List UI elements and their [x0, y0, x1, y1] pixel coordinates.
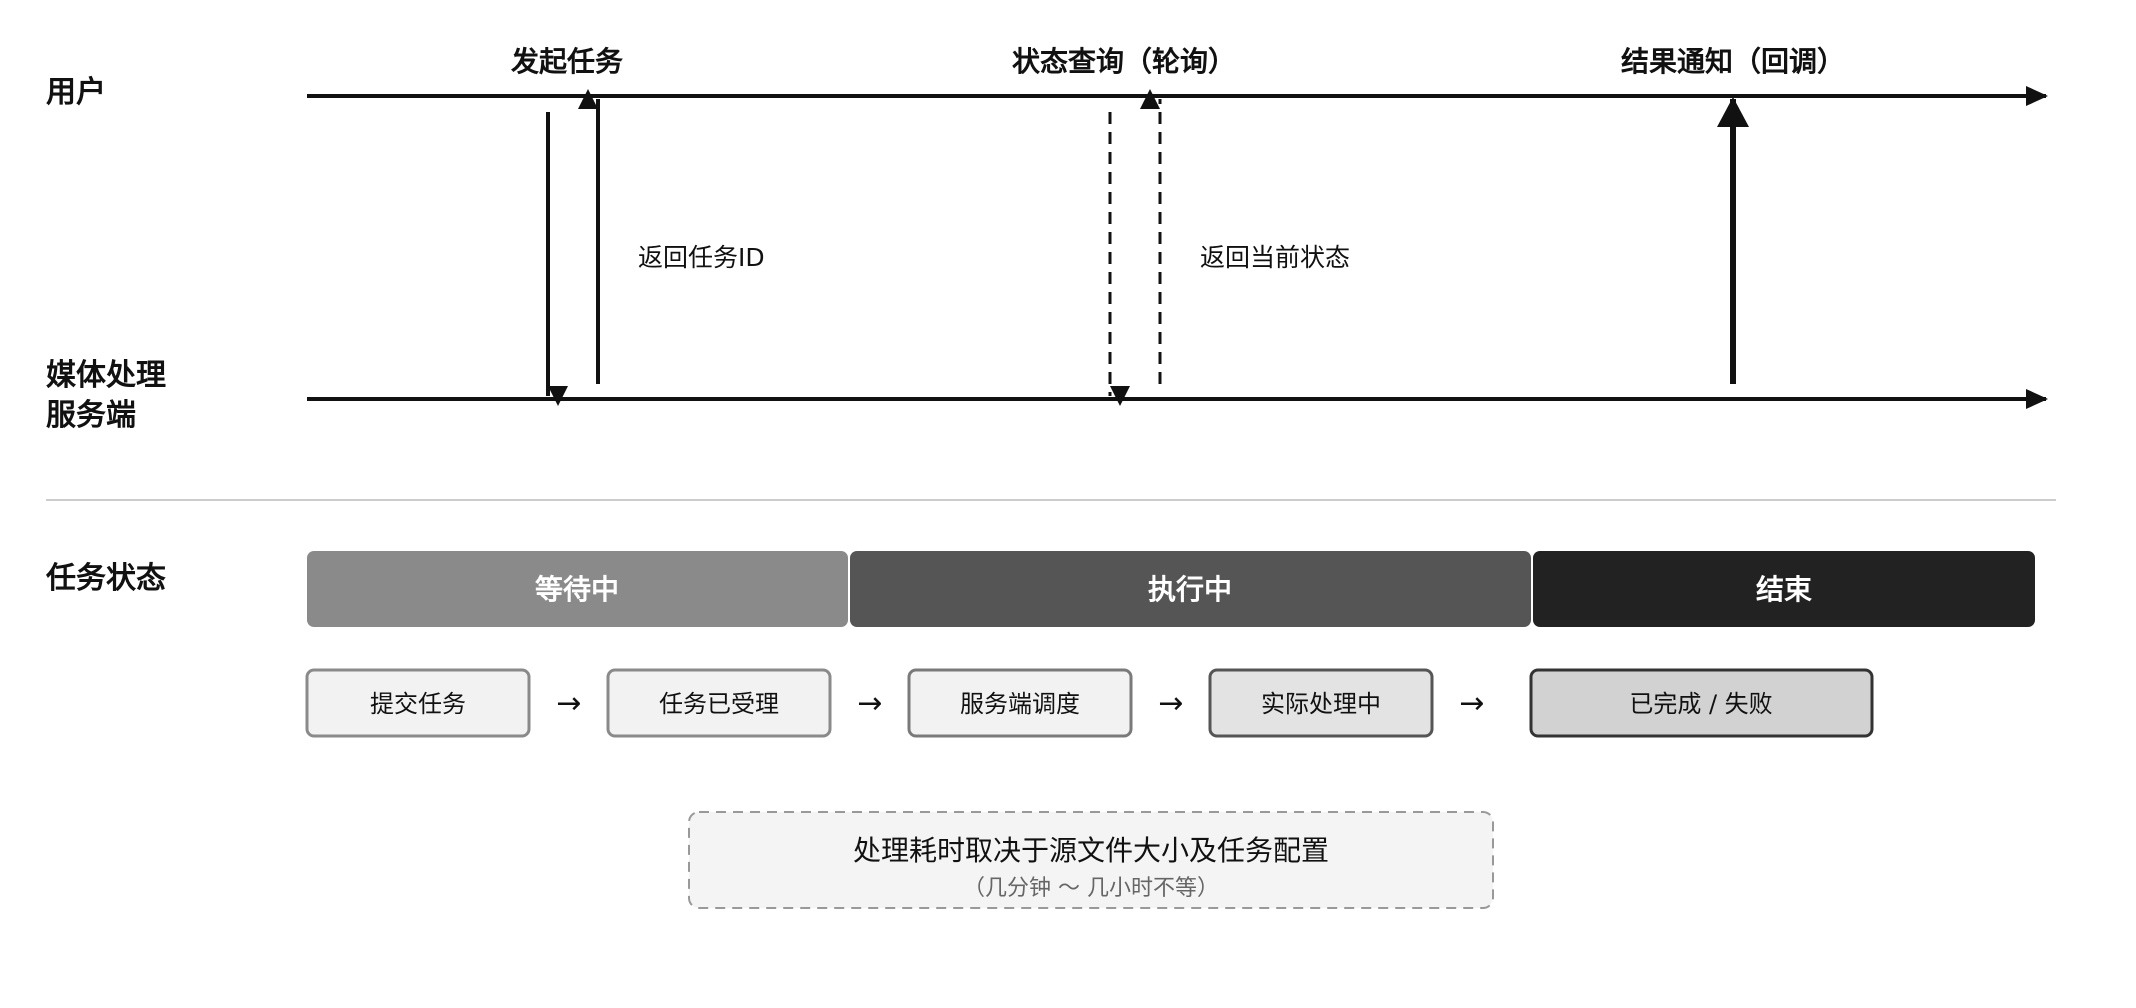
step-scheduling-box: [907, 668, 1133, 738]
step-accepted: 任务已受理: [606, 668, 832, 738]
phase-running-bar: [850, 551, 1531, 627]
poll-reply-label: 返回当前状态: [1200, 243, 1350, 272]
step-separator-1: →: [556, 686, 581, 721]
step-scheduling: 服务端调度: [907, 668, 1133, 738]
event-label-submit: 发起任务: [510, 45, 623, 78]
phase-done: 结束: [1533, 551, 2035, 627]
duration-note-box: [688, 811, 1494, 909]
event-label-poll: 状态查询（轮询）: [1012, 45, 1236, 78]
step-separator-4: →: [1459, 686, 1484, 721]
phase-waiting-bar: [307, 551, 848, 627]
phase-waiting: 等待中: [307, 551, 848, 627]
step-processing-box: [1208, 668, 1434, 738]
phase-running-label: 执行中: [1148, 573, 1232, 606]
step-finished: 已完成 / 失败: [1529, 668, 1874, 738]
lane-label-user: 用户: [46, 75, 106, 110]
step-accepted-box: [606, 668, 832, 738]
event-label-callback: 结果通知（回调）: [1621, 45, 1845, 78]
lane-label-server-line2: 服务端: [46, 398, 136, 433]
step-scheduling-label: 服务端调度: [960, 690, 1080, 718]
step-separator-2: →: [857, 686, 882, 721]
submit-reply-label: 返回任务ID: [638, 243, 765, 272]
step-submit: 提交任务: [305, 668, 531, 738]
step-finished-label: 已完成 / 失败: [1629, 690, 1772, 718]
duration-note: 处理耗时取决于源文件大小及任务配置 （几分钟 ～ 几小时不等）: [688, 811, 1494, 909]
step-accepted-label: 任务已受理: [659, 690, 779, 718]
step-submit-label: 提交任务: [370, 690, 466, 718]
phase-done-bar: [1533, 551, 2035, 627]
phase-running: 执行中: [850, 551, 1531, 627]
step-processing-label: 实际处理中: [1261, 690, 1381, 718]
step-submit-box: [305, 668, 531, 738]
step-processing: 实际处理中: [1208, 668, 1434, 738]
phase-waiting-label: 等待中: [535, 573, 619, 606]
step-finished-box: [1529, 668, 1874, 738]
phase-done-label: 结束: [1756, 573, 1812, 606]
lane-label-task-status: 任务状态: [45, 561, 166, 596]
duration-note-sub: （几分钟 ～ 几小时不等）: [963, 876, 1219, 901]
lane-label-server-line1: 媒体处理: [46, 358, 166, 393]
step-separator-3: →: [1158, 686, 1183, 721]
duration-note-main: 处理耗时取决于源文件大小及任务配置: [853, 834, 1329, 867]
